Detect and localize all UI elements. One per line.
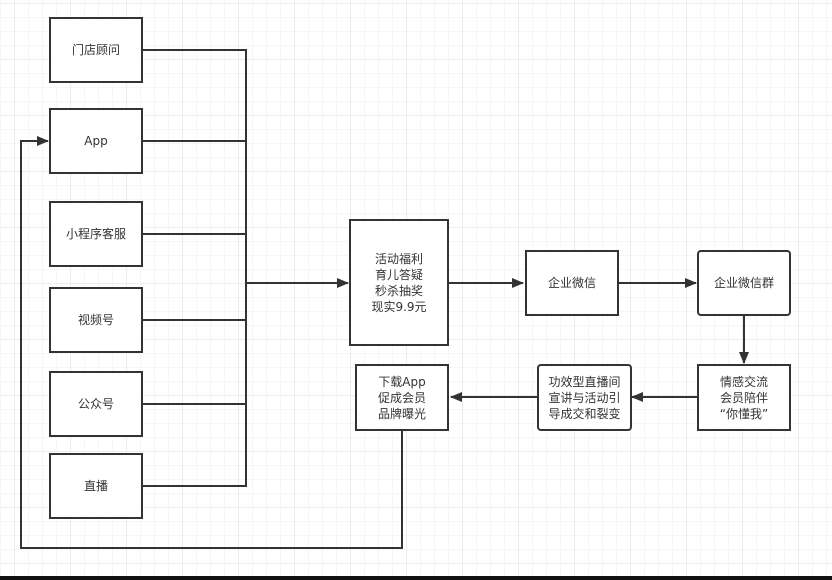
node-label: 门店顾问 — [71, 43, 120, 57]
node-mini-program-service[interactable]: 小程序客服 — [49, 201, 143, 267]
node-app[interactable]: App — [49, 108, 143, 174]
node-store-advisor[interactable]: 门店顾问 — [49, 17, 143, 83]
node-label: 公众号 — [77, 397, 114, 411]
connector-store-advisor — [143, 49, 247, 283]
node-label: 情感交流 会员陪伴 “你懂我” — [719, 374, 769, 421]
node-emotional-exchange[interactable]: 情感交流 会员陪伴 “你懂我” — [697, 364, 791, 431]
node-official-account[interactable]: 公众号 — [49, 371, 143, 437]
node-label: 视频号 — [77, 313, 114, 327]
node-wecom[interactable]: 企业微信 — [525, 250, 619, 316]
node-live-stream[interactable]: 直播 — [49, 453, 143, 519]
node-label: 功效型直播间 宣讲与活动引 导成交和裂变 — [548, 374, 621, 421]
node-download-app[interactable]: 下载App 促成会员 品牌曝光 — [355, 364, 449, 431]
node-label: 下载App 促成会员 品牌曝光 — [377, 374, 426, 421]
node-video-channel[interactable]: 视频号 — [49, 287, 143, 353]
node-activity-benefits[interactable]: 活动福利 育儿答疑 秒杀抽奖 现实9.9元 — [349, 219, 449, 346]
node-efficacy-live[interactable]: 功效型直播间 宣讲与活动引 导成交和裂变 — [537, 364, 632, 431]
node-label: 企业微信群 — [713, 276, 774, 290]
node-label: 小程序客服 — [65, 227, 126, 241]
node-label: 直播 — [83, 479, 108, 493]
bottom-border — [0, 576, 832, 580]
node-label: App — [84, 134, 108, 148]
node-wecom-group[interactable]: 企业微信群 — [697, 250, 791, 316]
arrow-download-to-app — [20, 136, 403, 549]
node-label: 活动福利 育儿答疑 秒杀抽奖 现实9.9元 — [371, 251, 427, 314]
connector-live-stream — [143, 283, 247, 487]
node-label: 企业微信 — [547, 276, 596, 290]
